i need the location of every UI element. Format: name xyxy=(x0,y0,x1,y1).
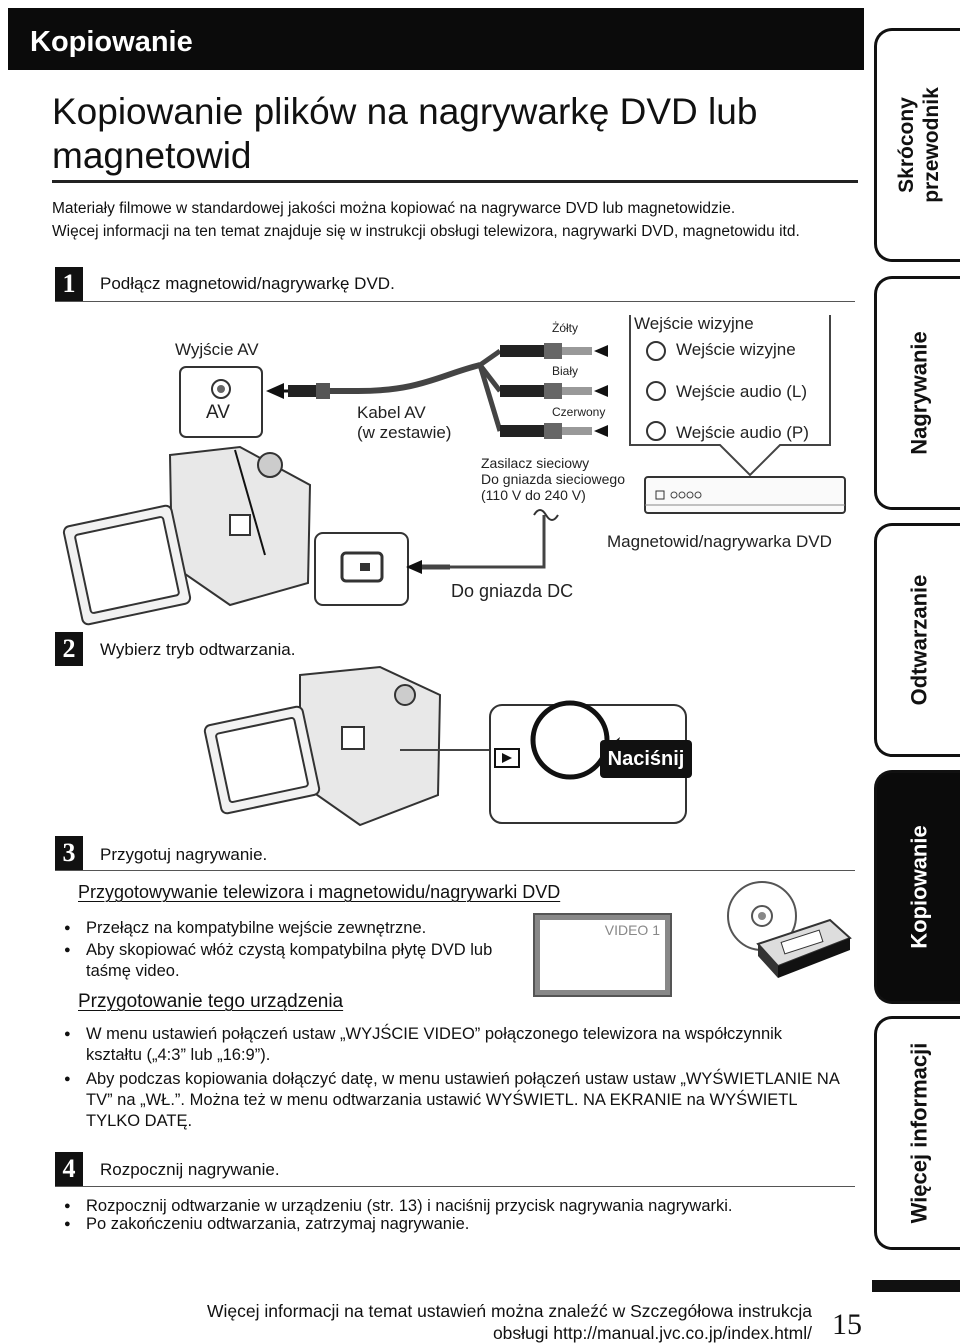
bullet-item: W menu ustawień połączeń ustaw „WYJŚCIE … xyxy=(64,1024,836,1066)
bullet-item: Aby skopiować włóż czystą kompatybilna p… xyxy=(64,940,526,982)
ac-adapter-line: (110 V do 240 V) xyxy=(481,487,586,503)
intro-line: Więcej informacji na ten temat znajduje … xyxy=(52,223,800,240)
step-divider xyxy=(55,301,855,302)
ac-adapter-line: Zasilacz sieciowy xyxy=(481,455,590,471)
press-label: Naciśnij xyxy=(607,748,685,770)
tv-recorder-prep-heading: Przygotowywanie telewizora i magnetowidu… xyxy=(78,882,561,902)
footer-bar xyxy=(872,1280,960,1292)
step-divider xyxy=(55,1186,855,1187)
video-input-title: Wejście wizyjne xyxy=(634,314,754,333)
page-title: Kopiowanie plików na nagrywarkę DVD lub … xyxy=(52,91,758,176)
device-prep-heading: Przygotowanie tego urządzenia xyxy=(78,991,344,1012)
bullet-item: Rozpocznij odtwarzanie w urządzeniu (str… xyxy=(64,1196,846,1217)
bullet-item: Po zakończeniu odtwarzania, zatrzymaj na… xyxy=(64,1214,846,1235)
av-cable-line: (w zestawie) xyxy=(357,423,452,442)
tab-label: Więcej informacji xyxy=(906,1042,931,1224)
red-plug-label: Czerwony xyxy=(552,405,606,419)
step-number: 1 xyxy=(55,267,83,301)
ac-adapter-label: Zasilacz sieciowy Do gniazda sieciowego … xyxy=(481,455,625,503)
white-plug-label: Biały xyxy=(552,364,579,378)
ac-adapter-line: Do gniazda sieciowego xyxy=(481,471,625,487)
footer-line: obsługi http://manual.jvc.co.jp/index.ht… xyxy=(492,1323,812,1343)
dc-jack-label: Do gniazda DC xyxy=(451,581,574,601)
connection-diagram xyxy=(62,315,846,626)
av-port-label: AV xyxy=(206,402,230,423)
input-label: Wejście audio (P) xyxy=(676,423,809,442)
intro-line: Materiały filmowe w standardowej jakości… xyxy=(52,200,736,217)
input-label: Wejście audio (L) xyxy=(676,382,808,401)
tv-screen: VIDEO 1 xyxy=(533,913,672,997)
step-divider xyxy=(55,870,855,871)
step-number: 4 xyxy=(55,1152,83,1186)
step-number: 3 xyxy=(55,836,83,870)
av-output-label: Wyjście AV xyxy=(175,340,259,359)
recorder-label: Magnetowid/nagrywarka DVD xyxy=(607,532,832,551)
tab-copying[interactable]: Kopiowanie xyxy=(874,770,960,1004)
tab-label: Skrócony przewodnik xyxy=(894,87,943,203)
footer-line: Więcej informacji na temat ustawień możn… xyxy=(207,1301,812,1321)
tab-more-info[interactable]: Więcej informacji xyxy=(874,1016,960,1250)
video1-label: VIDEO 1 xyxy=(604,922,660,938)
av-cable-line: Kabel AV xyxy=(357,403,426,422)
press-badge: Naciśnij xyxy=(600,740,692,778)
bullet-item: Aby podczas kopiowania dołączyć datę, w … xyxy=(64,1069,846,1132)
page-number: 15 xyxy=(832,1308,862,1341)
step-text: Rozpocznij nagrywanie. xyxy=(100,1160,280,1179)
footer-reference: Więcej informacji na temat ustawień możn… xyxy=(130,1300,812,1344)
step-number: 2 xyxy=(55,632,83,666)
input-label: Wejście wizyjne xyxy=(676,340,796,359)
step-text: Wybierz tryb odtwarzania. xyxy=(100,640,296,659)
tab-recording[interactable]: Nagrywanie xyxy=(874,276,960,510)
step-text: Podłącz magnetowid/nagrywarkę DVD. xyxy=(100,274,395,293)
tab-label: Nagrywanie xyxy=(906,331,931,455)
tab-playback[interactable]: Odtwarzanie xyxy=(874,523,960,757)
playback-mode-diagram xyxy=(203,665,687,827)
tab-label: Odtwarzanie xyxy=(906,574,931,706)
step-text: Przygotuj nagrywanie. xyxy=(100,845,268,864)
dvd-vhs-illustration xyxy=(727,881,852,978)
tab-quick-guide[interactable]: Skrócony przewodnik xyxy=(874,28,960,262)
av-cable-label: Kabel AV (w zestawie) xyxy=(357,403,451,443)
section-header-label: Kopiowanie xyxy=(30,26,193,58)
yellow-plug-label: Żółty xyxy=(552,321,579,335)
bullet-item: Przełącz na kompatybilne wejście zewnętr… xyxy=(64,918,556,939)
intro-text: Materiały filmowe w standardowej jakości… xyxy=(52,197,852,243)
title-divider xyxy=(52,180,858,183)
section-header: Kopiowanie xyxy=(8,8,864,70)
tab-label: Kopiowanie xyxy=(906,825,931,949)
